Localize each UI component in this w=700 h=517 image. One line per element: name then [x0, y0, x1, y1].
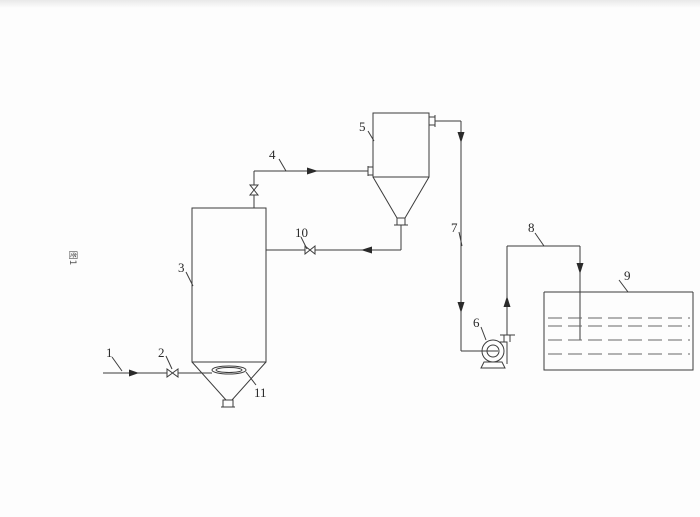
flow-arrow-icon [361, 246, 372, 254]
flow-arrow-icon [307, 167, 318, 175]
label-5: 5 [359, 119, 366, 134]
pump-6 [480, 334, 515, 369]
flow-arrow-icon [129, 369, 139, 377]
label-8: 8 [528, 220, 535, 235]
label-1: 1 [106, 345, 113, 360]
vessel-3-body [191, 207, 267, 363]
return-line-10 [272, 246, 401, 254]
cyclone-5-body [372, 112, 430, 178]
reference-numerals: 1 2 3 4 5 6 7 8 9 10 11 [106, 119, 631, 400]
label-6: 6 [473, 315, 480, 330]
tank-9 [543, 291, 694, 371]
figure-caption-text: 图1 [67, 251, 78, 266]
label-7: 7 [451, 220, 458, 235]
pump-6-base [480, 361, 506, 369]
label-9: 9 [624, 268, 631, 283]
distributor-11 [211, 365, 247, 375]
valve-2 [166, 368, 179, 378]
leader-lines [111, 130, 629, 386]
valve-on-line-4 [248, 184, 260, 196]
cyclone-5-outlet [396, 217, 406, 226]
vessel-3 [191, 201, 272, 408]
figure-caption: 图1 [67, 251, 78, 266]
line-4 [253, 167, 368, 201]
cyclone-5-cone [372, 176, 430, 219]
valve-10 [304, 244, 316, 256]
distributor-11-inner [215, 367, 243, 373]
flow-arrow-icon [576, 263, 584, 274]
cyclone-5 [367, 112, 436, 250]
scan-edge-shadow [0, 0, 700, 8]
inlet-line-1 [103, 369, 212, 377]
label-10: 10 [295, 225, 308, 240]
line-7 [435, 120, 490, 352]
label-2: 2 [158, 345, 165, 360]
flow-arrow-icon [457, 302, 465, 313]
flow-arrow-icon [457, 132, 465, 143]
label-3: 3 [178, 260, 185, 275]
vessel-3-outlet [222, 399, 234, 408]
flow-arrow-icon [503, 296, 511, 307]
label-11: 11 [254, 385, 267, 400]
label-4: 4 [269, 147, 276, 162]
